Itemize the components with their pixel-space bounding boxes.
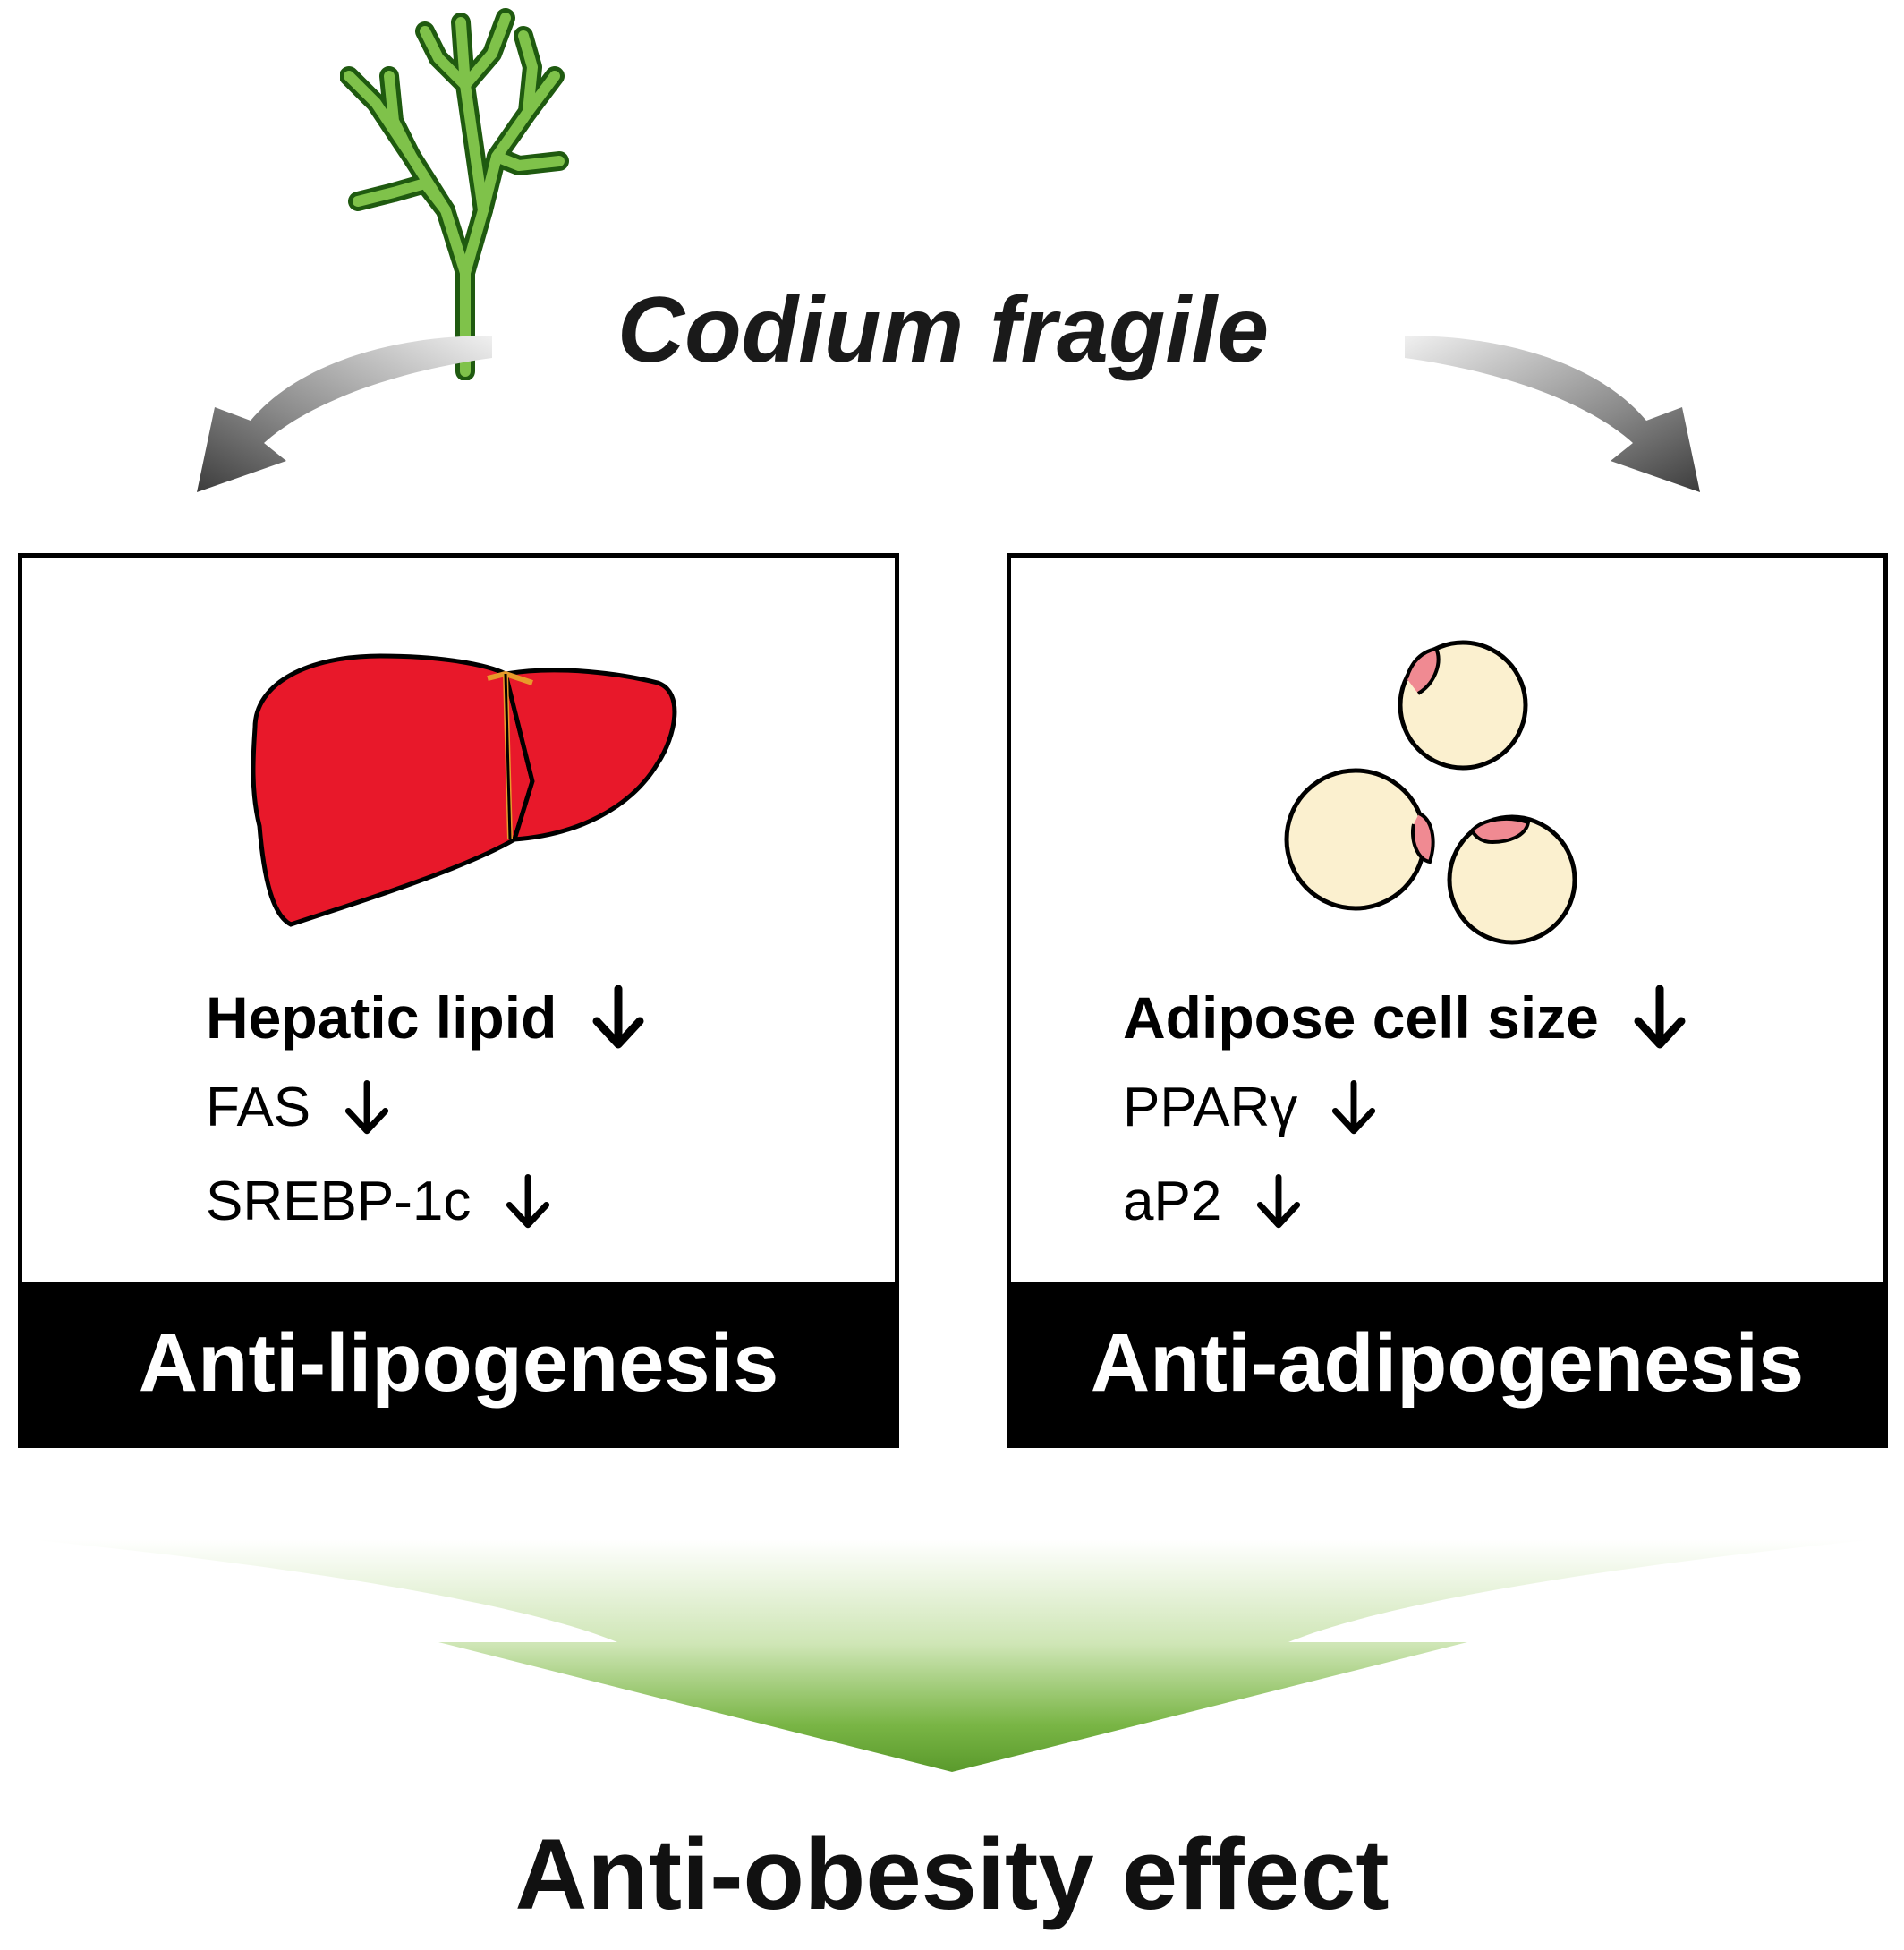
- adipocyte-icon: [1284, 640, 1577, 945]
- anti-adipogenesis-panel: Adipose cell size PPARγ aP2 Anti-adipoge…: [1007, 553, 1888, 1448]
- down-arrow-icon: [1256, 1173, 1300, 1228]
- curved-arrow-icon-right: [1405, 336, 1700, 492]
- panel-footer-label: Anti-lipogenesis: [22, 1282, 895, 1443]
- panel-footer-label: Anti-adipogenesis: [1011, 1282, 1883, 1443]
- readout-fas: FAS: [206, 1072, 390, 1139]
- species-title: Codium fragile: [617, 278, 1270, 382]
- convergence-arrow-icon: [27, 1539, 1877, 1772]
- readout-ppar-gamma: PPARγ: [1123, 1072, 1377, 1139]
- seaweed-icon: [340, 8, 569, 380]
- down-arrow-icon: [1332, 1079, 1376, 1134]
- down-arrow-icon: [345, 1079, 389, 1134]
- liver-icon: [251, 653, 677, 927]
- down-arrow-icon: [1634, 984, 1686, 1049]
- outcome-label: Anti-obesity effect: [514, 1818, 1390, 1930]
- readout-adipose-cell-size: Adipose cell size: [1123, 978, 1687, 1052]
- readout-ap2: aP2: [1123, 1166, 1302, 1233]
- curved-arrow-icon-left: [197, 336, 492, 492]
- down-arrow-icon: [592, 984, 644, 1049]
- readout-srebp-1c: SREBP-1c: [206, 1166, 551, 1233]
- readout-hepatic-lipid: Hepatic lipid: [206, 978, 645, 1052]
- anti-lipogenesis-panel: Hepatic lipid FAS SREBP-1c Anti-lipogene…: [18, 553, 899, 1448]
- down-arrow-icon: [506, 1173, 549, 1228]
